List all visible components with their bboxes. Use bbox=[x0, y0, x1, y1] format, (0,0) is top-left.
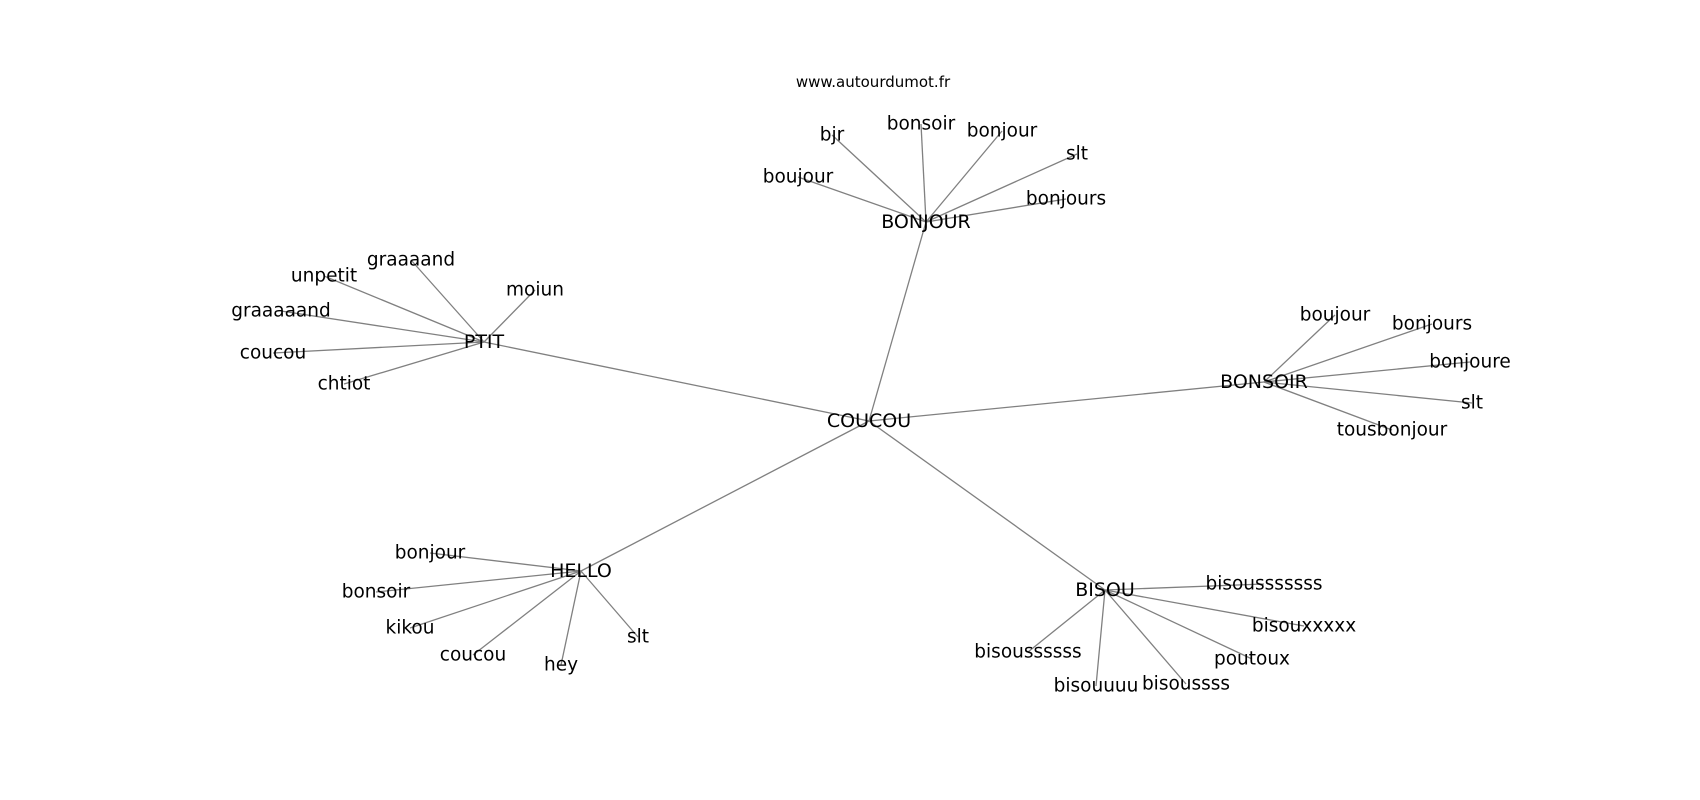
leaf-node: slt bbox=[627, 627, 649, 648]
edge-hello-leaf bbox=[472, 570, 582, 656]
edge-hello-leaf bbox=[429, 552, 582, 572]
leaf-node: coucou bbox=[240, 343, 306, 364]
leaf-node: bonjours bbox=[1392, 314, 1472, 335]
edge-bonjour-leaf bbox=[925, 153, 1078, 223]
edge-bonsoir-leaf bbox=[1263, 381, 1393, 431]
leaf-node: bonsoir bbox=[887, 114, 956, 135]
edge-bisou-leaf bbox=[1104, 589, 1305, 627]
edge-bisou-leaf bbox=[1095, 589, 1106, 687]
edge-bonjour-leaf bbox=[797, 176, 927, 223]
leaf-node: chtiot bbox=[318, 374, 371, 395]
leaf-node: tousbonjour bbox=[1337, 420, 1448, 441]
leaf-node: coucou bbox=[440, 645, 506, 666]
leaf-node: kikou bbox=[386, 618, 435, 639]
edge-center-bisou bbox=[868, 420, 1106, 591]
edge-bonsoir-leaf bbox=[1263, 361, 1471, 383]
edge-ptit-leaf bbox=[323, 275, 485, 343]
edge-bisou-leaf bbox=[1027, 589, 1106, 653]
edge-bonsoir-leaf bbox=[1263, 381, 1473, 404]
edge-ptit-leaf bbox=[343, 341, 485, 385]
leaf-node: slt bbox=[1461, 393, 1483, 414]
edge-bonjour-leaf bbox=[831, 134, 927, 223]
edge-hello-leaf bbox=[560, 570, 582, 666]
edge-hello-leaf bbox=[580, 570, 639, 638]
leaf-node: hey bbox=[544, 655, 578, 676]
leaf-node: bisousssssss bbox=[1205, 574, 1322, 595]
edge-bonsoir-leaf bbox=[1263, 323, 1433, 383]
leaf-node: poutoux bbox=[1214, 649, 1290, 670]
leaf-node: bjr bbox=[820, 125, 845, 146]
edge-bisou-leaf bbox=[1104, 583, 1265, 591]
hub-node-hello: HELLO bbox=[550, 560, 612, 582]
edge-ptit-leaf bbox=[280, 310, 485, 343]
edge-bonjour-leaf bbox=[925, 198, 1067, 223]
edge-center-bonsoir bbox=[868, 381, 1265, 422]
leaf-node: boujour bbox=[763, 167, 834, 188]
leaf-node: bonjour bbox=[967, 121, 1038, 142]
leaf-node: bonsoir bbox=[342, 582, 411, 603]
edge-bonjour-leaf bbox=[925, 130, 1003, 223]
leaf-node: bonjoure bbox=[1429, 352, 1511, 373]
leaf-node: graaaand bbox=[367, 250, 455, 271]
edge-center-hello bbox=[580, 420, 870, 572]
leaf-node: bisouuuu bbox=[1054, 676, 1139, 697]
edge-bisou-leaf bbox=[1104, 589, 1253, 660]
leaf-node: unpetit bbox=[291, 266, 357, 287]
leaf-node: bisoussssss bbox=[974, 642, 1081, 663]
leaf-node: bonjour bbox=[395, 543, 466, 564]
hub-node-bonsoir: BONSOIR bbox=[1220, 371, 1308, 393]
edge-bonjour-leaf bbox=[920, 123, 927, 223]
hub-node-ptit: PTIT bbox=[464, 331, 505, 353]
edge-center-ptit bbox=[483, 341, 870, 422]
edge-ptit-leaf bbox=[410, 259, 485, 343]
leaf-node: bisouxxxxx bbox=[1252, 616, 1356, 637]
graph-edges bbox=[272, 123, 1473, 687]
center-node: COUCOU bbox=[827, 410, 911, 432]
leaf-node: moiun bbox=[506, 280, 564, 301]
leaf-node: graaaaand bbox=[231, 301, 331, 322]
edge-ptit-leaf bbox=[483, 289, 536, 343]
leaf-node: bonjours bbox=[1026, 189, 1106, 210]
leaf-node: slt bbox=[1066, 144, 1088, 165]
hub-node-bonjour: BONJOUR bbox=[881, 211, 971, 233]
edge-center-bonjour bbox=[868, 221, 927, 422]
edge-hello-leaf bbox=[375, 570, 582, 593]
edge-ptit-leaf bbox=[272, 341, 485, 354]
edge-bonsoir-leaf bbox=[1263, 314, 1336, 383]
edge-hello-leaf bbox=[409, 570, 582, 629]
leaf-node: boujour bbox=[1300, 305, 1371, 326]
edge-bisou-leaf bbox=[1104, 589, 1187, 685]
hub-node-bisou: BISOU bbox=[1075, 579, 1135, 601]
leaf-node: bisoussss bbox=[1142, 674, 1230, 695]
site-watermark: www.autourdumot.fr bbox=[796, 73, 951, 91]
